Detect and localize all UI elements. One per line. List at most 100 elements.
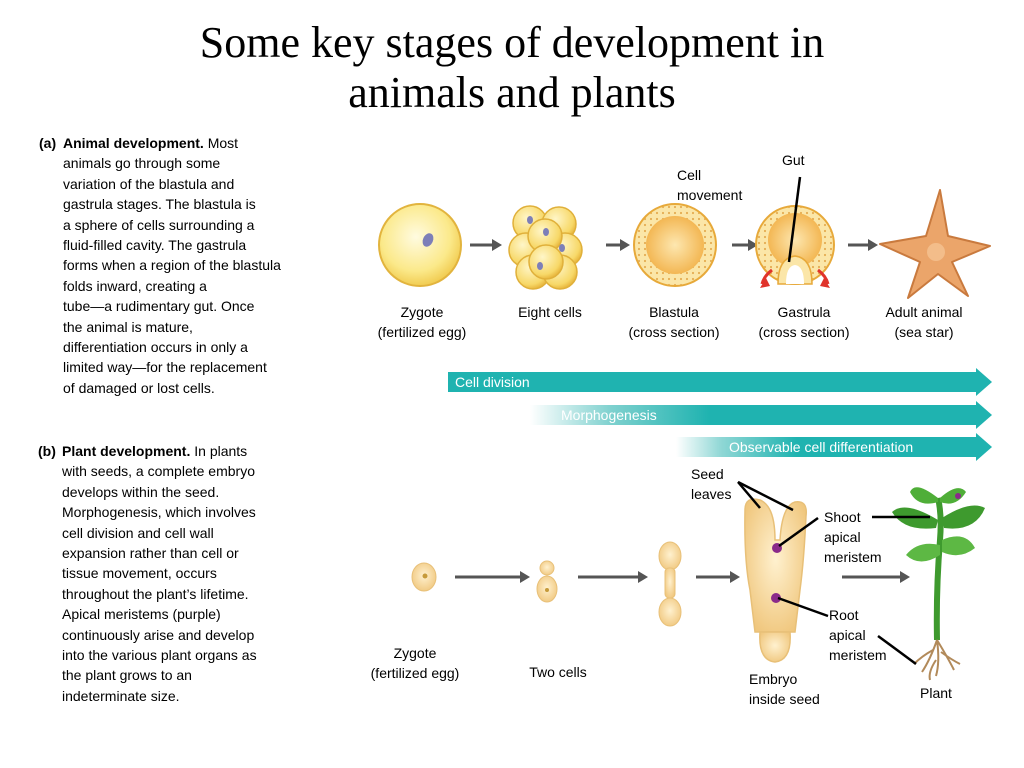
differentiation-bar	[676, 433, 992, 461]
cell-movement-line-1: Cell	[677, 167, 702, 183]
para-a-line: limited way—for the replacement	[63, 359, 267, 376]
arrow-2	[606, 239, 630, 251]
plant-arrow-1	[455, 571, 530, 583]
root-line-2: apical	[829, 627, 866, 643]
para-a-line: fluid-filled cavity. The gastrula	[63, 237, 247, 254]
para-b-line: indeterminate size.	[62, 687, 180, 704]
plant-zygote	[411, 562, 437, 592]
shoot-line-3: meristem	[824, 549, 882, 565]
gut-leader-line	[787, 176, 802, 263]
eight-cells	[508, 205, 583, 290]
root-meristem-line	[777, 596, 829, 618]
animal-development-paragraph: (a) Animal development. Most animals go …	[39, 133, 281, 398]
plant	[892, 487, 985, 681]
page-title: Some key stages of development in animal…	[0, 18, 1024, 118]
eight-cells-label: Eight cells	[500, 302, 600, 322]
plant-heading: Plant development.	[62, 443, 191, 459]
plant-zygote-label-line-2: (fertilized egg)	[370, 665, 460, 681]
para-a-line-1: Animal development. Most	[63, 133, 281, 153]
seed-leaves-line-2: leaves	[691, 486, 732, 502]
arrow-3	[732, 239, 758, 251]
zygote-label-line-1: Zygote	[400, 304, 444, 320]
morphogenesis-label: Morphogenesis	[561, 407, 657, 423]
arrow-4	[848, 239, 878, 251]
para-b-line: the plant grows to an	[62, 667, 192, 684]
para-a-line: variation of the blastula and	[63, 175, 235, 192]
animal-zygote	[378, 203, 462, 287]
zygote-label-line-2: (fertilized egg)	[377, 324, 467, 340]
zygote-label: Zygote (fertilized egg)	[362, 302, 482, 342]
para-b-line: into the various plant organs as	[62, 647, 257, 664]
para-a-line: of damaged or lost cells.	[63, 379, 215, 396]
early-embryo	[658, 541, 682, 627]
embryo-inside-seed-label: Embryo inside seed	[749, 669, 820, 709]
para-a-line: a sphere of cells surrounding a	[63, 216, 255, 233]
para-b-line: expansion rather than cell or	[62, 545, 239, 562]
root-apical-meristem-label: Root apical meristem	[829, 605, 887, 665]
plant-zygote-label: Zygote (fertilized egg)	[355, 643, 475, 683]
blastula-label-line-2: (cross section)	[628, 324, 720, 340]
para-a-line: differentiation occurs in only a	[63, 339, 248, 356]
plant-arrow-2	[578, 571, 648, 583]
para-a-line: gastrula stages. The blastula is	[63, 196, 256, 213]
shoot-apical-meristem-label: Shoot apical meristem	[824, 507, 882, 567]
root-line-1: Root	[829, 607, 859, 623]
plant-zygote-label-line-1: Zygote	[393, 645, 437, 661]
para-a-line: the animal is mature,	[63, 318, 193, 335]
gastrula-label: Gastrula (cross section)	[744, 302, 864, 342]
panel-a-tag: (a)	[39, 135, 57, 151]
para-b-line-1: Plant development. In plants	[62, 441, 257, 461]
adult-animal-label: Adult animal (sea star)	[868, 302, 980, 342]
gastrula-label-line-2: (cross section)	[758, 324, 850, 340]
cell-movement-label: Cell movement	[677, 165, 742, 205]
root-to-plant-line	[877, 634, 917, 666]
shoot-meristem-line	[778, 516, 819, 548]
para-b-line: throughout the plant’s lifetime.	[62, 585, 249, 602]
adult-animal-label-line-2: (sea star)	[894, 324, 954, 340]
arrow-1	[470, 239, 502, 251]
para-b-line: Apical meristems (purple)	[62, 606, 221, 623]
para-b-line: tissue movement, occurs	[62, 565, 217, 582]
para-a-line: forms when a region of the blastula	[63, 257, 281, 274]
two-cells-label: Two cells	[529, 664, 587, 680]
cell-division-bar	[448, 368, 992, 396]
seed-leaves-lines	[737, 480, 794, 512]
para-b-line: Morphogenesis, which involves	[62, 504, 256, 521]
para-b-line: cell division and cell wall	[62, 524, 214, 541]
para-b-text: In plants	[194, 443, 248, 459]
para-b-line: with seeds, a complete embryo	[62, 463, 255, 480]
adult-animal-label-line-1: Adult animal	[885, 304, 963, 320]
blastula	[633, 203, 717, 287]
plant-arrow-4	[842, 571, 910, 583]
title-line-2: animals and plants	[348, 68, 676, 117]
embryo-label-line-2: inside seed	[749, 691, 820, 707]
para-a-line: animals go through some	[63, 155, 221, 172]
eight-cells-label-line-1: Eight cells	[518, 304, 582, 320]
sea-star	[879, 189, 991, 299]
para-b-line: continuously arise and develop	[62, 626, 255, 643]
title-line-1: Some key stages of development in	[199, 18, 825, 67]
plant-arrow-3	[696, 571, 740, 583]
root-line-3: meristem	[829, 647, 887, 663]
shoot-line-2: apical	[824, 529, 861, 545]
plant-label: Plant	[920, 685, 952, 701]
blastula-label-line-1: Blastula	[649, 304, 699, 320]
two-cells	[536, 560, 558, 603]
gut-label: Gut	[782, 152, 805, 168]
para-a-text: Most	[207, 135, 239, 151]
cell-division-label: Cell division	[455, 374, 530, 390]
morphogenesis-bar	[530, 401, 992, 429]
para-a-line: tube—a rudimentary gut. Once	[63, 298, 255, 315]
blastula-label: Blastula (cross section)	[614, 302, 734, 342]
embryo-inside-seed	[744, 498, 808, 663]
para-b-line: develops within the seed.	[62, 483, 220, 500]
para-a-line: folds inward, creating a	[63, 277, 207, 294]
plant-development-paragraph: (b) Plant development. In plants with se…	[38, 441, 257, 706]
embryo-label-line-1: Embryo	[749, 671, 798, 687]
seed-leaves-line-1: Seed	[691, 466, 724, 482]
differentiation-label: Observable cell differentiation	[729, 439, 914, 455]
panel-b-tag: (b)	[38, 443, 56, 459]
gastrula	[755, 205, 835, 288]
gastrula-label-line-1: Gastrula	[777, 304, 831, 320]
